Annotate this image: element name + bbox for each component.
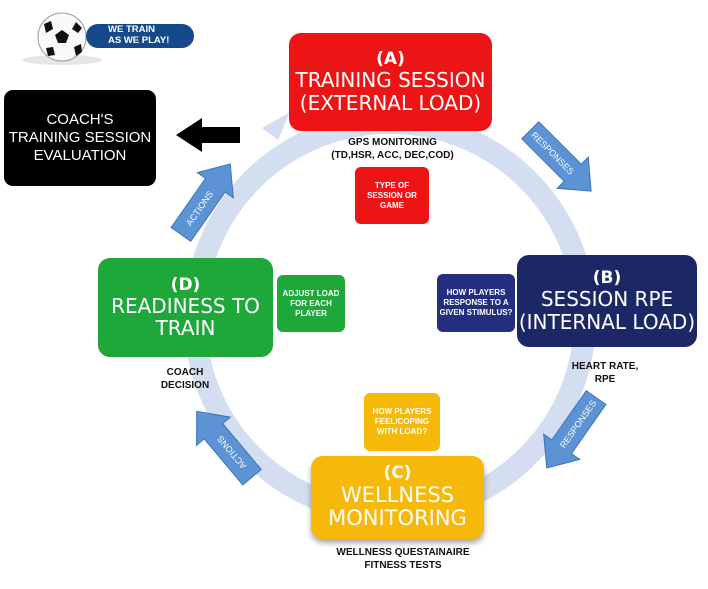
node-c-letter: (C) <box>383 463 412 484</box>
node-a-letter: (A) <box>376 49 405 70</box>
node-d-letter: (D) <box>170 274 201 295</box>
note-line: FEEL/COPING <box>374 417 430 426</box>
node-a-training-session: (A) TRAINING SESSION (EXTERNAL LOAD) <box>289 33 492 131</box>
note-line: RESPONSE TO A <box>443 298 509 307</box>
note-line: PLAYER <box>295 308 327 318</box>
note-line: GAME <box>380 200 404 210</box>
node-a-title-line: (EXTERNAL LOAD) <box>299 90 482 115</box>
note-line: FOR EACH <box>290 298 332 308</box>
coach-evaluation-line: COACH'S <box>46 111 114 128</box>
node-c-note: HOW PLAYERS FEEL/COPING WITH LOAD? <box>364 393 440 451</box>
coach-evaluation-box: COACH'S TRAINING SESSION EVALUATION <box>4 90 156 186</box>
node-b-title-line: SESSION RPE <box>540 287 674 312</box>
node-b-title-line: (INTERNAL LOAD) <box>518 309 696 334</box>
note-line: TYPE OF <box>374 180 410 190</box>
node-a-note: TYPE OF SESSION OR GAME <box>355 167 429 224</box>
node-c-title-line: MONITORING <box>328 506 467 531</box>
caption-line: WELLNESS QUESTAINAIRE <box>336 547 470 558</box>
slogan-line-2: AS WE PLAY! <box>108 34 170 46</box>
node-c-title-line: WELLNESS <box>340 482 455 507</box>
coach-evaluation-line: TRAINING SESSION <box>8 129 152 146</box>
caption-line: RPE <box>594 373 616 385</box>
node-b-note: HOW PLAYERS RESPONSE TO A GIVEN STIMULUS… <box>437 274 515 332</box>
slogan-badge: WE TRAIN AS WE PLAY! <box>86 24 194 48</box>
node-c-caption: WELLNESS QUESTAINAIRE FITNESS TESTS <box>318 547 488 572</box>
caption-line: DECISION <box>160 379 210 391</box>
soccer-ball-icon <box>22 12 102 65</box>
note-line: HOW PLAYERS <box>372 407 432 416</box>
feedback-arrow-icon <box>176 118 240 152</box>
note-line: ADJUST LOAD <box>282 288 340 298</box>
node-b-letter: (B) <box>592 268 622 289</box>
node-d-readiness-to-train: (D) READINESS TO TRAIN <box>98 258 273 357</box>
caption-line: (TD,HSR, ACC, DEC,COD) <box>331 149 454 161</box>
note-line: GIVEN STIMULUS? <box>439 308 513 317</box>
caption-line: GPS MONITORING <box>348 137 437 148</box>
node-d-title-line: READINESS TO <box>111 293 260 318</box>
ring-arrowhead <box>262 112 290 140</box>
coach-evaluation-line: EVALUATION <box>33 147 127 164</box>
note-line: WITH LOAD? <box>376 427 428 436</box>
note-line: SESSION OR <box>367 190 417 200</box>
slogan-line-1: WE TRAIN <box>108 24 155 35</box>
caption-line: HEART RATE, <box>571 361 639 372</box>
caption-line: FITNESS TESTS <box>364 559 442 571</box>
node-c-wellness-monitoring: (C) WELLNESS MONITORING <box>311 456 484 539</box>
node-a-caption: GPS MONITORING (TD,HSR, ACC, DEC,COD) <box>300 137 485 162</box>
node-a-title-line: TRAINING SESSION <box>295 68 486 93</box>
caption-line: COACH <box>166 367 204 378</box>
node-d-caption: COACH DECISION <box>150 367 220 392</box>
node-d-note: ADJUST LOAD FOR EACH PLAYER <box>277 275 345 332</box>
node-b-caption: HEART RATE, RPE <box>555 361 655 386</box>
node-d-title-line: TRAIN <box>155 316 216 341</box>
note-line: HOW PLAYERS <box>446 288 506 297</box>
node-b-session-rpe: (B) SESSION RPE (INTERNAL LOAD) <box>517 255 697 347</box>
